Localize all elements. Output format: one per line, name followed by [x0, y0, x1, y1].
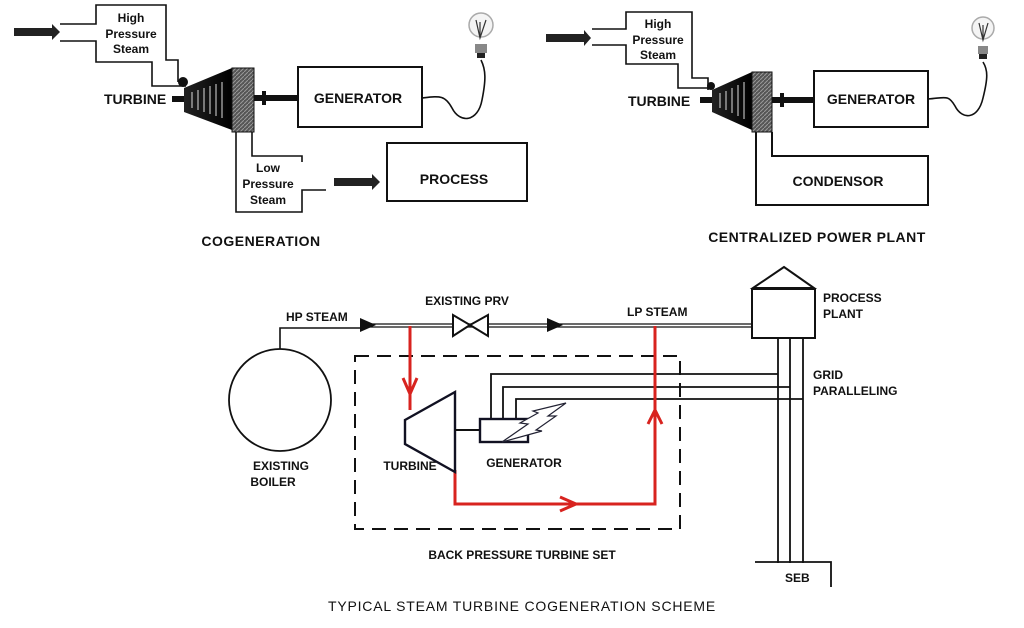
cp-hp-label-2: Pressure [632, 33, 684, 47]
scheme-title: TYPICAL STEAM TURBINE COGENERATION SCHEM… [328, 598, 716, 614]
cp-turbine-icon [700, 71, 773, 133]
boiler-icon [228, 348, 332, 452]
cogen-generator-box [297, 66, 423, 128]
lightning-icon [501, 402, 567, 443]
hp-steam-inlet-arrow-icon [14, 24, 60, 40]
cogen-wire [421, 59, 486, 120]
lp-steam-label: LP STEAM [627, 305, 687, 319]
cogen-lp-label-3: Steam [250, 193, 286, 207]
cogen-turbine-label: TURBINE [104, 91, 166, 107]
steam-flow-path [401, 326, 664, 513]
cogen-lp-label-1: Low [256, 161, 281, 175]
cogen-shaft [254, 95, 298, 101]
prv-label: EXISTING PRV [425, 294, 509, 308]
lp-steam-duct [235, 132, 326, 213]
prv-valve-icon [452, 313, 489, 338]
hp-steam-label: HP STEAM [286, 310, 348, 324]
turbine-set-boundary [354, 355, 681, 530]
cogen-generator-label: GENERATOR [314, 90, 402, 106]
boiler-label-2: BOILER [250, 475, 296, 489]
cogen-hp-label-1: High [118, 11, 145, 25]
centralized-plant-diagram: High Pressure Steam TURBINE GENERATOR [546, 11, 995, 245]
process-box [386, 142, 528, 202]
lp-flow-arrow-icon [547, 318, 563, 332]
cp-condensor-box [757, 158, 927, 204]
cp-hp-label-1: High [645, 17, 672, 31]
cp-turbine-label: TURBINE [628, 93, 690, 109]
process-plant-label-2: PLANT [823, 307, 864, 321]
scheme-turbine-icon [403, 389, 457, 475]
cogen-lightbulb-icon [468, 12, 494, 58]
boiler-label-1: EXISTING [253, 459, 309, 473]
process-plant-icon [749, 265, 818, 339]
scheme-turbine-label: TURBINE [383, 459, 436, 473]
scheme-generator-label: GENERATOR [486, 456, 562, 470]
process-label: PROCESS [420, 171, 488, 187]
turbine-set-caption: BACK PRESSURE TURBINE SET [428, 548, 616, 562]
cp-wire [927, 61, 988, 117]
cogen-hp-label-3: Steam [113, 42, 149, 56]
cp-lightbulb-icon [971, 16, 995, 59]
cp-hp-label-3: Steam [640, 48, 676, 62]
cp-generator-box [813, 70, 929, 128]
cogeneration-diagram: High Pressure Steam TURBINE GENERATOR [14, 4, 528, 249]
hp-steam-duct [60, 4, 186, 87]
cp-condensor-label: CONDENSOR [792, 173, 883, 189]
cogen-lp-label-2: Pressure [242, 177, 294, 191]
grid-label-2: PARALLELING [813, 384, 897, 398]
cp-generator-label: GENERATOR [827, 91, 915, 107]
cp-shaft [772, 97, 814, 103]
seb-label: SEB [785, 571, 810, 585]
cogen-turbine-icon [172, 67, 255, 133]
process-plant-label-1: PROCESS [823, 291, 882, 305]
cp-hp-steam-inlet-arrow-icon [546, 30, 591, 46]
cogen-hp-label-2: Pressure [105, 27, 157, 41]
lp-steam-outlet-arrow-icon [334, 174, 380, 190]
cogeneration-scheme: EXISTING BOILER HP STEAM EXISTING PRV LP… [228, 265, 897, 614]
cogeneration-caption: COGENERATION [201, 233, 320, 249]
centralized-caption: CENTRALIZED POWER PLANT [708, 229, 926, 245]
hp-flow-arrow-icon [360, 318, 376, 332]
cp-hp-steam-duct [592, 11, 714, 90]
grid-label-1: GRID [813, 368, 843, 382]
grid-paralleling-lines [490, 338, 832, 587]
